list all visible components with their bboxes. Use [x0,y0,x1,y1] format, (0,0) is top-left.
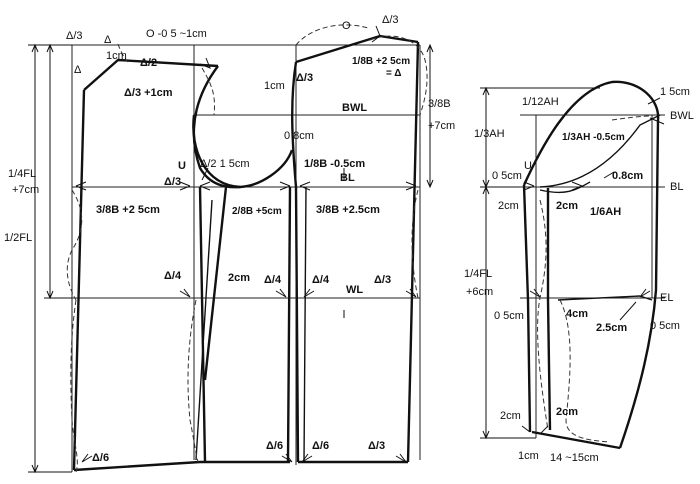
back-panel [286,34,420,464]
label-neck-tri: Δ [74,64,82,76]
label-fl-half: 1/2FL [4,232,33,244]
body-arrows [75,25,417,463]
label-sleeve-1cm: 1cm [518,450,539,462]
label-sleeve-25: 2.5cm [596,322,628,334]
label-sleeve-u: U [524,160,532,172]
body-dashed-curves [66,24,428,473]
front-panel [72,58,290,472]
label-sleeve-fl-plus: +6cm [466,286,494,298]
label-half-15: Δ/2 1 5cm [200,158,250,170]
label-waist-2cm: 2cm [228,272,251,284]
label-chest-minus: 1/8B -0.5cm [304,158,366,170]
label-bwl-plus: +7cm [428,120,456,132]
label-neck-1cm: 1cm [106,50,127,62]
label-back-tri2: Δ/3 [296,72,314,84]
label-waist-tri-4: Δ/3 [374,274,392,286]
label-sleeve-2cm-c: 2cm [500,410,521,422]
label-waist-tri-3: Δ/4 [312,274,330,286]
label-wl: WL [346,284,364,296]
body-dimension-lines [28,43,434,474]
label-bl: BL [340,172,355,184]
label-third-u: Δ/3 [164,176,182,188]
label-fl-plus: +7cm [12,184,40,196]
label-0-8: 0 8cm [284,130,314,142]
label-hem-tri-1: Δ/6 [92,452,110,464]
label-back-tri: Δ/3 [382,14,399,26]
label-neck-offset: O -0 5 ~1cm [146,28,207,40]
label-sleeve-4cm: 4cm [566,308,589,320]
label-waist-tri-1: Δ/4 [164,270,182,282]
sleeve-arrows [521,97,665,435]
sleeve-piece [522,80,661,450]
label-bwl: BWL [342,102,368,114]
label-sleeve-15: 1 5cm [660,86,690,98]
label-front-width: 3/8B +2 5cm [96,204,160,216]
label-u: U [178,160,186,172]
label-waist-tri-2: Δ/4 [264,274,282,286]
label-fl-quarter: 1/4FL [8,168,37,180]
label-sleeve-2cm-a: 2cm [498,200,519,212]
label-sleeve-2cm-b: 2cm [556,200,579,212]
label-sleeve-bl: BL [670,181,684,193]
body-guide-grid [71,44,421,472]
label-sleeve-cuff: 14 ~15cm [550,452,599,464]
label-sleeve-fl-quarter: 1/4FL [464,268,493,280]
label-sleeve-08: 0.8cm [612,170,644,182]
label-chest-eq: = Δ [386,68,402,79]
label-hem-tri-2: Δ/6 [266,440,284,452]
label-hem-tri-4: Δ/3 [368,440,386,452]
label-sleeve-05-right: 0 5cm [650,320,680,332]
label-sleeve-05-left: 0 5cm [494,310,524,322]
armhole-curve [192,114,294,189]
label-mid-width: 2/8B +5cm [232,206,282,217]
label-shoulder-left-tri: Δ/3 [66,30,83,42]
label-half-tri: Δ/2 [140,57,158,69]
label-sleeve-bwl: BWL [670,110,694,122]
label-sleeve-2cm-d: 2cm [556,406,579,418]
label-back-1cm: 1cm [264,80,285,92]
label-sleeve-3ah: 1/3AH [474,128,505,140]
label-bwl-depth: 3/8B [428,98,451,110]
label-sleeve-05-top: 0 5cm [492,170,522,182]
label-third-1cm: Δ/3 +1cm [124,87,173,99]
label-chest-formula: 1/8B +2 5cm [352,56,411,67]
label-sleeve-el: EL [660,292,674,304]
label-hem-tri-3: Δ/6 [312,440,330,452]
sleeve-dashed-curves [537,115,653,443]
label-top-tri: Δ [104,34,112,46]
label-sleeve-3ah-minus: 1/3AH -0.5cm [562,132,625,143]
label-back-width: 3/8B +2.5cm [316,204,380,216]
label-sleeve-12ah: 1/12AH [522,96,559,108]
label-sleeve-6ah: 1/6AH [590,206,622,218]
label-back-zero: O [342,20,351,32]
